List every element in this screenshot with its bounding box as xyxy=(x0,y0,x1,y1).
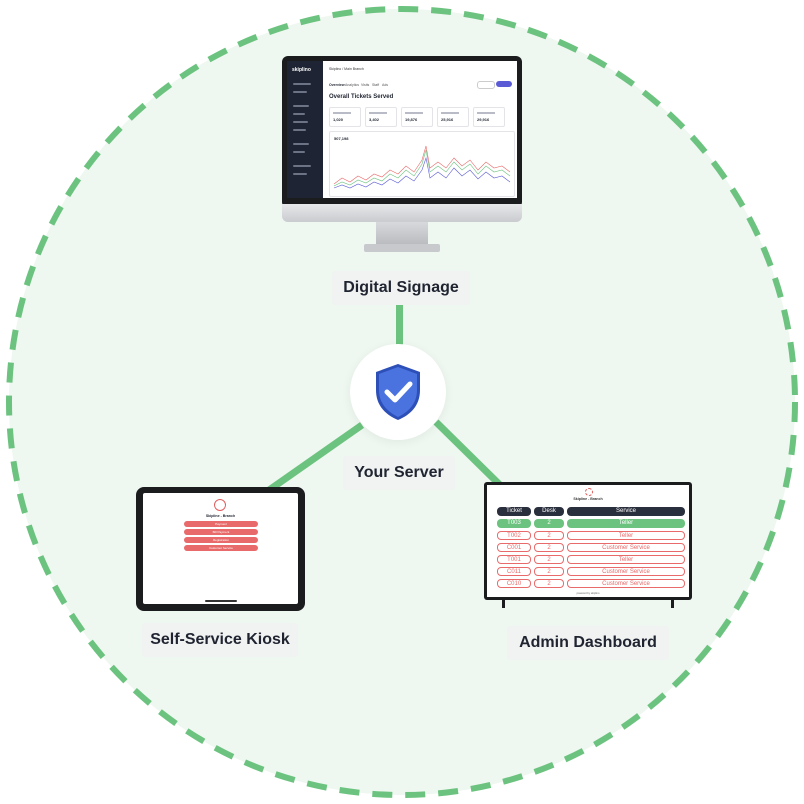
kiosk-logo-icon xyxy=(214,499,226,511)
self-service-kiosk-label: Self-Service Kiosk xyxy=(142,623,298,657)
dashboard-tab-visits: Visits xyxy=(361,83,370,87)
desk-cell: 2 xyxy=(534,579,564,588)
kiosk-button-payment: Payment xyxy=(184,521,258,527)
stat-value: 3,402 xyxy=(369,117,380,122)
your-server-label: Your Server xyxy=(343,456,455,490)
tv-leg-left xyxy=(502,598,505,608)
digital-signage-label: Digital Signage xyxy=(332,271,470,305)
sidebar-item xyxy=(293,105,309,107)
stat-value: 19,876 xyxy=(405,117,418,122)
sidebar-item xyxy=(293,83,311,85)
dashboard-logo: skiplino xyxy=(292,67,311,73)
dashboard-sidebar: skiplino xyxy=(287,61,323,198)
monitor-base xyxy=(364,244,440,252)
ticket-cell: C010 xyxy=(497,579,531,588)
ticket-cell: T001 xyxy=(497,555,531,564)
monitor-stand xyxy=(376,222,428,246)
monitor-screen: skiplino Skiplino / Main Branch Overview… xyxy=(287,61,517,198)
header-ticket: Ticket xyxy=(497,507,531,516)
digital-signage-monitor: skiplino Skiplino / Main Branch Overview… xyxy=(282,56,522,256)
stat-card: 29,916 xyxy=(473,107,505,127)
stat-value: 1,020 xyxy=(333,117,344,122)
connector-server-to-signage xyxy=(396,305,403,347)
desk-cell: 2 xyxy=(534,531,564,540)
service-cell: Teller xyxy=(567,531,685,540)
dashboard-tab-overview: Overview xyxy=(329,83,345,87)
ticket-cell: T003 xyxy=(497,519,531,528)
desk-cell: 2 xyxy=(534,543,564,552)
server-node xyxy=(350,344,446,440)
tv-leg-right xyxy=(671,598,674,608)
chart-lines xyxy=(333,145,511,189)
stat-card: 25,916 xyxy=(437,107,469,127)
chart-value: 507,198 xyxy=(334,136,349,141)
desk-cell: 2 xyxy=(534,567,564,576)
kiosk-button-customer-service: Customer Service xyxy=(184,545,258,551)
tv-screen: Skipline - Branch Ticket Desk Service T0… xyxy=(487,485,689,597)
dashboard-breadcrumb: Skiplino / Main Branch xyxy=(329,67,364,71)
admin-dashboard-label: Admin Dashboard xyxy=(507,626,669,660)
tv-logo-icon xyxy=(585,488,593,496)
dashboard-tab-analytics: Analytics xyxy=(345,83,360,87)
ticket-cell: T002 xyxy=(497,531,531,540)
tv-bezel: Skipline - Branch Ticket Desk Service T0… xyxy=(484,482,692,600)
ticket-cell: C011 xyxy=(497,567,531,576)
sidebar-item xyxy=(293,129,306,131)
service-cell: Teller xyxy=(567,555,685,564)
kiosk-screen: Skipline - Branch Payment Bill Payment R… xyxy=(143,493,298,604)
self-service-kiosk-tablet: Skipline - Branch Payment Bill Payment R… xyxy=(136,487,305,611)
sidebar-item xyxy=(293,151,305,153)
header-service: Service xyxy=(567,507,685,516)
home-indicator xyxy=(205,600,237,602)
dashboard-filter-button xyxy=(477,81,495,89)
kiosk-button-registration: Registration xyxy=(184,537,258,543)
dashboard-heading: Overall Tickets Served xyxy=(329,94,394,100)
sidebar-item xyxy=(293,91,307,93)
sidebar-item xyxy=(293,173,307,175)
stat-card: 1,020 xyxy=(329,107,361,127)
service-cell: Customer Service xyxy=(567,567,685,576)
stat-card: 3,402 xyxy=(365,107,397,127)
sidebar-item xyxy=(293,143,309,145)
stat-value: 25,916 xyxy=(441,117,454,122)
kiosk-button-bill-payment: Bill Payment xyxy=(184,529,258,535)
sidebar-item xyxy=(293,113,305,115)
service-cell: Customer Service xyxy=(567,543,685,552)
dashboard-chart: 507,198 xyxy=(329,131,515,197)
sidebar-item xyxy=(293,165,311,167)
sidebar-item xyxy=(293,121,308,123)
desk-cell: 2 xyxy=(534,519,564,528)
header-desk: Desk xyxy=(534,507,564,516)
service-cell: Teller xyxy=(567,519,685,528)
kiosk-title: Skipline - Branch xyxy=(205,514,236,518)
dashboard-export-button xyxy=(496,81,512,87)
tv-footer: powered by skiplino xyxy=(576,592,600,595)
monitor-bezel: skiplino Skiplino / Main Branch Overview… xyxy=(282,56,522,208)
monitor-chin xyxy=(282,204,522,222)
dashboard-tab-ads: Ads xyxy=(382,83,389,87)
stat-value: 29,916 xyxy=(477,117,490,122)
desk-cell: 2 xyxy=(534,555,564,564)
service-cell: Customer Service xyxy=(567,579,685,588)
stat-card: 19,876 xyxy=(401,107,433,127)
ticket-cell: C001 xyxy=(497,543,531,552)
tv-title: Skipline - Branch xyxy=(573,497,603,501)
dashboard-tab-staff: Staff xyxy=(372,83,380,87)
shield-check-icon xyxy=(376,364,420,420)
admin-dashboard-tv: Skipline - Branch Ticket Desk Service T0… xyxy=(484,482,692,610)
